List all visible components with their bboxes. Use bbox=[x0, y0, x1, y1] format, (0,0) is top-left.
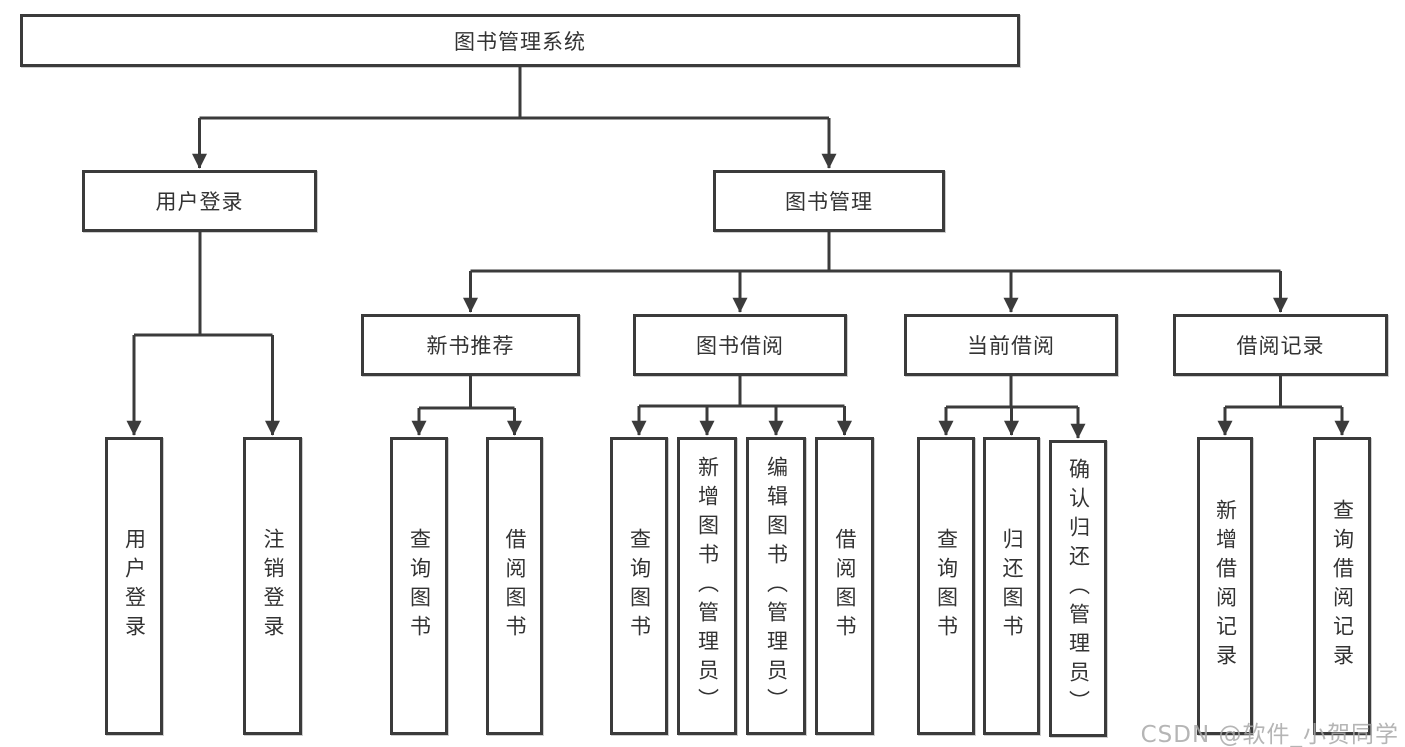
node-book-borrow: 图书借阅 bbox=[633, 314, 847, 376]
leaf-label: 查询图书 bbox=[627, 528, 652, 644]
node-label: 当前借阅 bbox=[967, 334, 1055, 358]
leaf-borrow-books-recommend: 借阅图书 bbox=[486, 437, 543, 735]
leaf-label: 查询图书 bbox=[407, 528, 432, 644]
node-label: 图书借阅 bbox=[696, 334, 784, 358]
leaf-label: 新增借阅记录 bbox=[1213, 499, 1238, 673]
csdn-watermark: CSDN @软件_小贺同学 bbox=[1140, 722, 1399, 747]
leaf-user-login: 用户登录 bbox=[105, 437, 163, 735]
leaf-label: 借阅图书 bbox=[503, 528, 527, 644]
node-label: 图书管理系统 bbox=[454, 29, 586, 54]
node-user-login: 用户登录 bbox=[82, 170, 317, 232]
node-system-root: 图书管理系统 bbox=[20, 14, 1020, 67]
leaf-query-books-current: 查询图书 bbox=[917, 437, 975, 735]
node-label: 用户登录 bbox=[155, 190, 244, 214]
leaf-return-book: 归还图书 bbox=[983, 437, 1040, 735]
leaf-label: 用户登录 bbox=[122, 528, 147, 644]
leaf-label: 确认归还（管理员） bbox=[1066, 458, 1091, 719]
leaf-add-borrow-record: 新增借阅记录 bbox=[1197, 437, 1253, 735]
leaf-label: 编辑图书（管理员） bbox=[764, 455, 789, 717]
leaf-edit-book-admin: 编辑图书（管理员） bbox=[746, 437, 806, 735]
leaf-label: 归还图书 bbox=[1000, 528, 1024, 644]
leaf-query-borrow-record: 查询借阅记录 bbox=[1313, 437, 1371, 735]
node-label: 图书管理 bbox=[785, 190, 873, 214]
node-label: 借阅记录 bbox=[1236, 334, 1325, 358]
leaf-add-book-admin: 新增图书（管理员） bbox=[677, 437, 737, 735]
node-current-borrow: 当前借阅 bbox=[904, 314, 1118, 376]
node-borrow-record: 借阅记录 bbox=[1173, 314, 1388, 376]
leaf-logout: 注销登录 bbox=[243, 437, 302, 735]
node-new-book-recommend: 新书推荐 bbox=[361, 314, 580, 376]
leaf-label: 查询借阅记录 bbox=[1330, 499, 1355, 673]
leaf-label: 借阅图书 bbox=[833, 528, 857, 644]
node-book-management: 图书管理 bbox=[713, 170, 945, 232]
leaf-borrow-books: 借阅图书 bbox=[815, 437, 874, 735]
leaf-confirm-return-admin: 确认归还（管理员） bbox=[1049, 440, 1107, 737]
leaf-label: 注销登录 bbox=[261, 528, 285, 644]
node-label: 新书推荐 bbox=[426, 334, 515, 358]
leaf-label: 查询图书 bbox=[934, 528, 959, 644]
leaf-query-books-recommend: 查询图书 bbox=[390, 437, 448, 735]
leaf-label: 新增图书（管理员） bbox=[695, 455, 720, 717]
leaf-query-books-borrow: 查询图书 bbox=[610, 437, 668, 735]
